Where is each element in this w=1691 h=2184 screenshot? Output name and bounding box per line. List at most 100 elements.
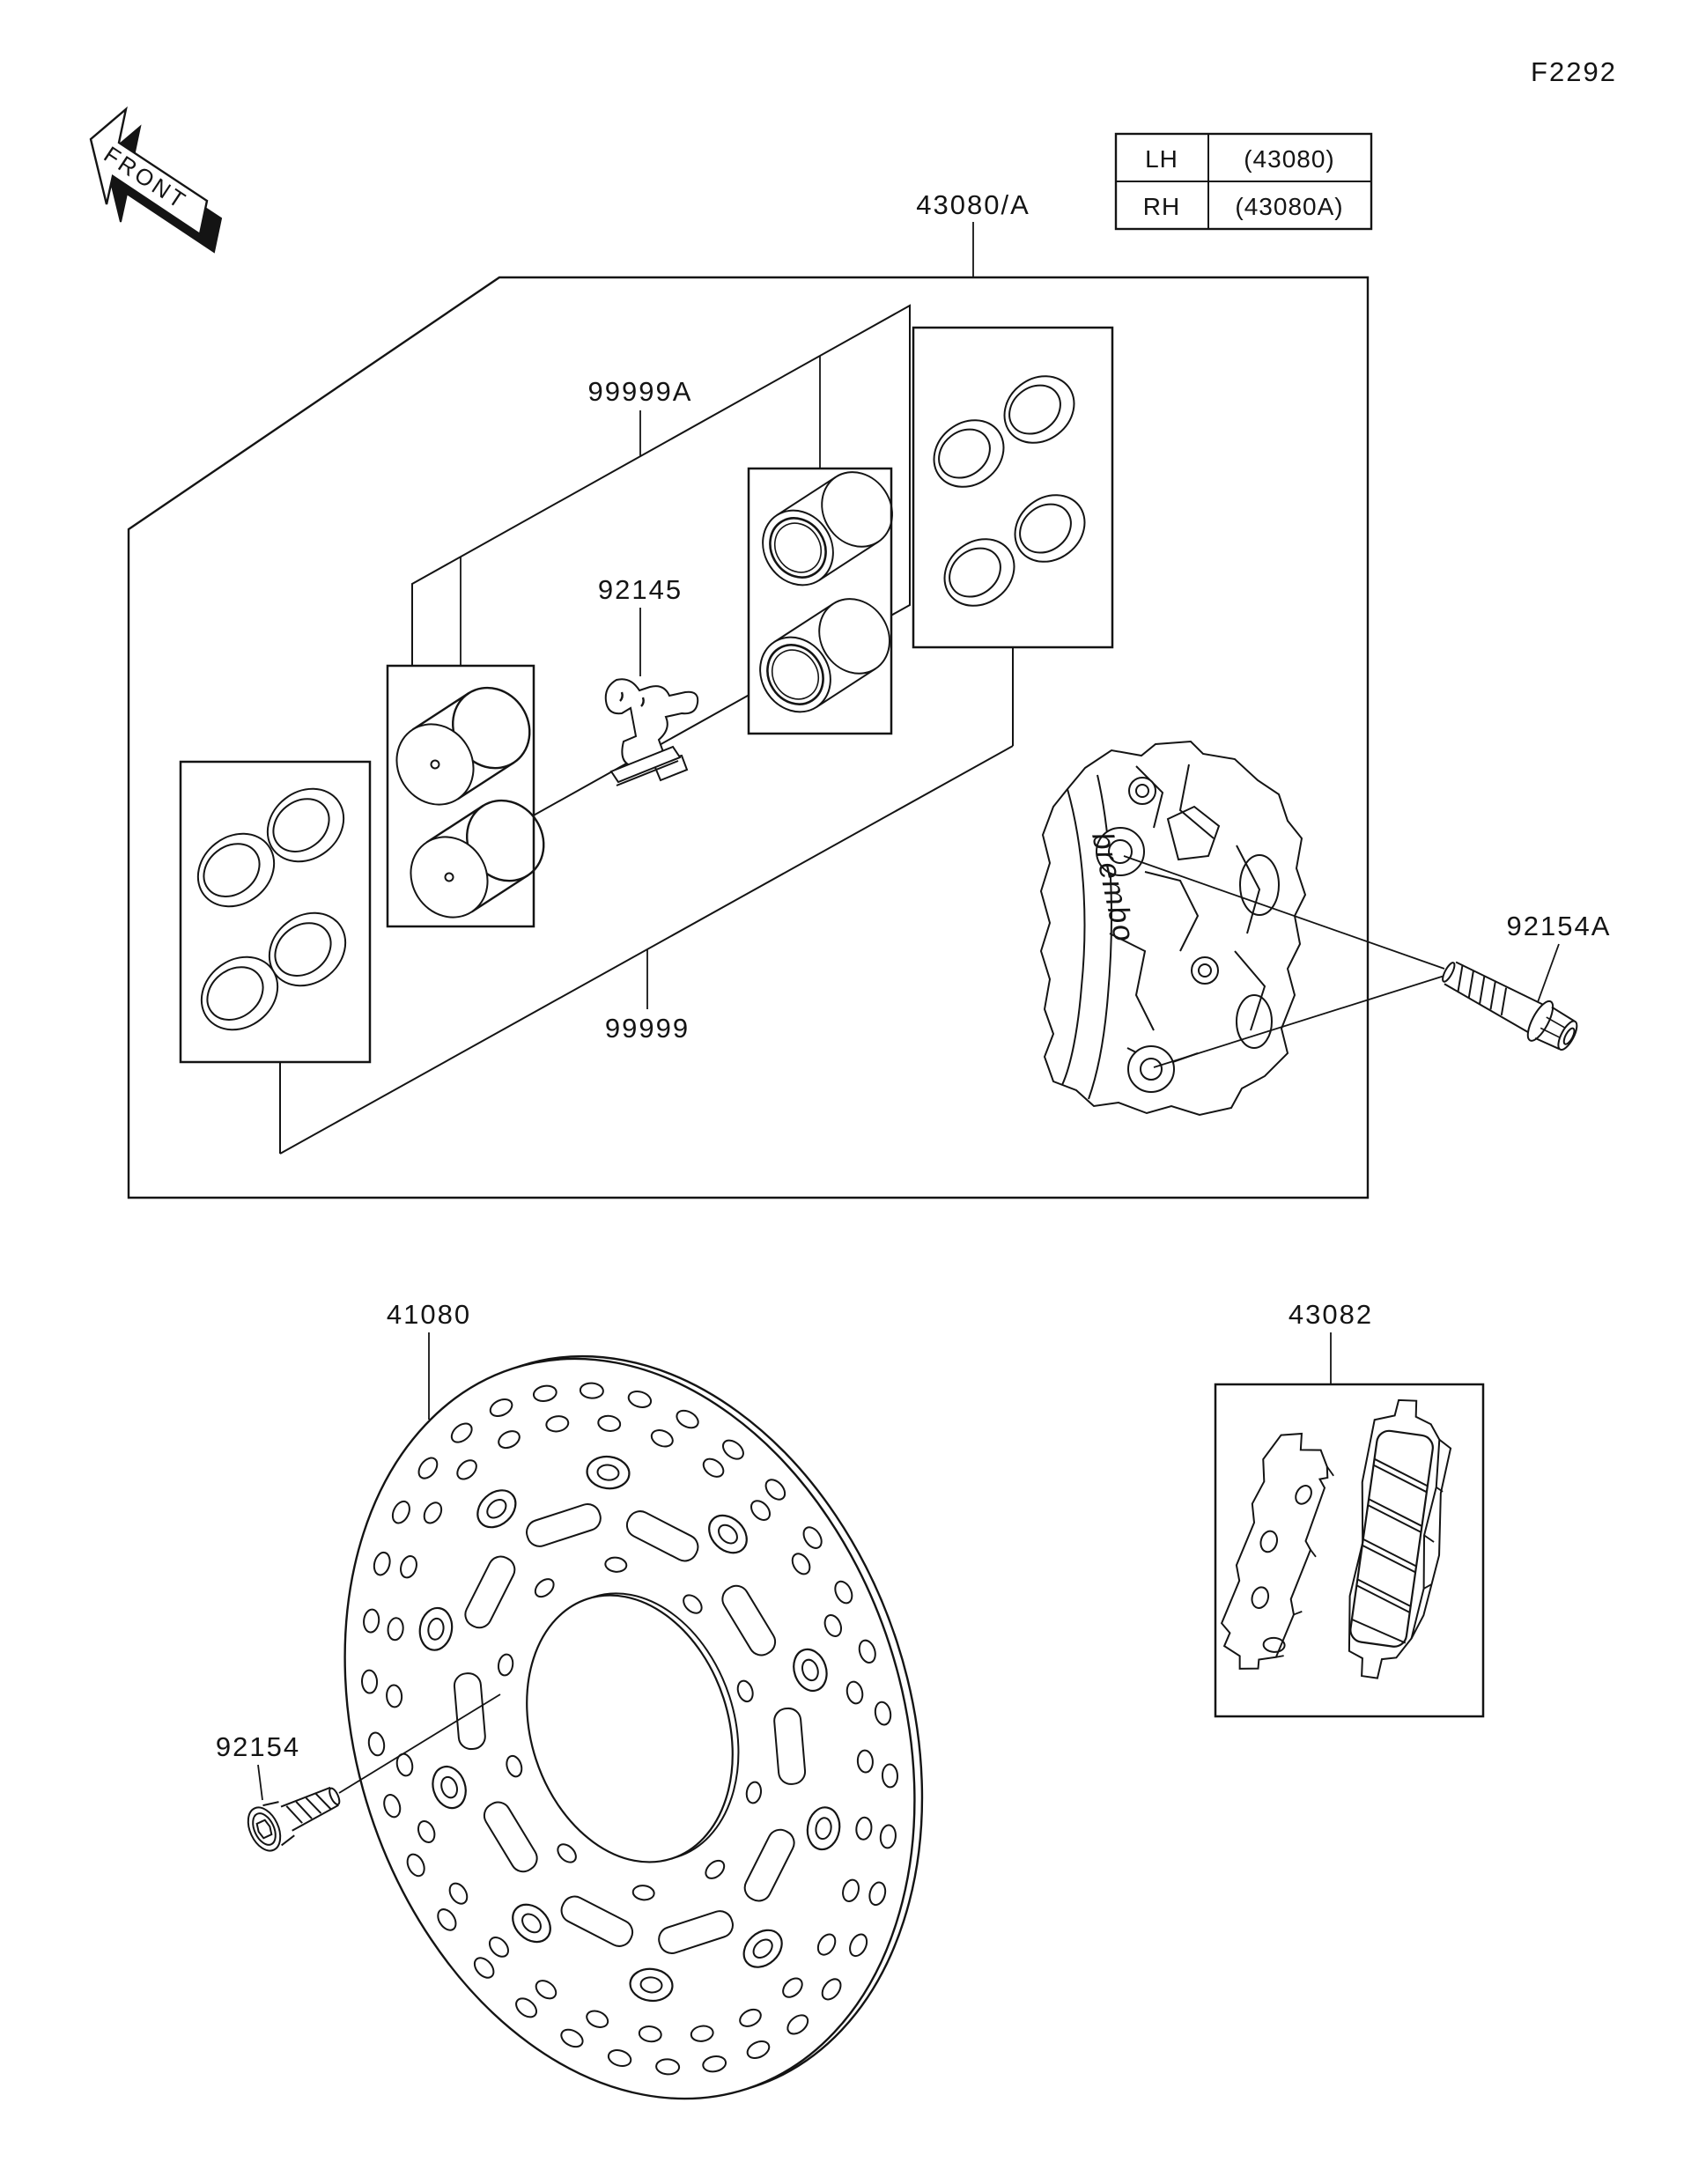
disc-hub-opening bbox=[526, 1594, 734, 1863]
disc-vent-hole bbox=[834, 1580, 853, 1605]
disc-mount-hole bbox=[497, 1653, 514, 1677]
disc-rivet bbox=[752, 1938, 773, 1959]
disc-vent-hole bbox=[782, 1977, 803, 1998]
disc-vent-hole bbox=[545, 1415, 570, 1433]
disc-rivet bbox=[418, 1606, 454, 1651]
caliper-bolt-label-leader bbox=[1537, 943, 1560, 1003]
disc-vent-hole bbox=[515, 1997, 538, 2018]
caliper-piston bbox=[759, 598, 890, 713]
part-label-seal-kit-a[interactable]: 99999A bbox=[588, 376, 693, 407]
disc-rivet bbox=[586, 1455, 631, 1490]
disc-carrier-window bbox=[526, 1503, 602, 1547]
disc-vent-hole bbox=[597, 1414, 622, 1432]
variant-row-lh-part[interactable]: (43080) bbox=[1244, 145, 1335, 173]
part-labels: 43080/A 99999A 92145 99999 92154A 41080 … bbox=[216, 189, 1612, 1801]
disc-vent-hole bbox=[823, 1613, 843, 1637]
disc-vent-hole bbox=[456, 1459, 477, 1480]
part-label-disc-bolt[interactable]: 92154 bbox=[216, 1731, 300, 1762]
disc-mount-hole bbox=[745, 1781, 763, 1804]
part-label-caliper-bolt[interactable]: 92154A bbox=[1507, 911, 1612, 941]
variant-row-lh-side: LH bbox=[1145, 145, 1178, 173]
caliper-mount-bolt bbox=[1442, 961, 1578, 1051]
caliper-bleed-valve bbox=[1191, 956, 1219, 985]
disc-vent-hole bbox=[881, 1763, 898, 1789]
disc-rivet bbox=[718, 1524, 738, 1545]
disc-mount-hole bbox=[534, 1578, 555, 1598]
disc-vent-hole bbox=[383, 1794, 402, 1819]
disc-vent-hole bbox=[627, 1391, 653, 1408]
disc-carrier-window bbox=[773, 1707, 807, 1785]
disc-rivet bbox=[596, 1464, 620, 1481]
disc-vent-hole bbox=[437, 1908, 457, 1931]
disc-vent-hole bbox=[702, 1457, 725, 1478]
o-ring bbox=[1003, 375, 1075, 444]
front-arrow-face bbox=[89, 106, 209, 236]
seal-kit-group-outline bbox=[279, 647, 1014, 1155]
disc-vent-hole bbox=[498, 1430, 521, 1450]
disc-vent-hole bbox=[821, 1978, 842, 2001]
disc-mount-hole bbox=[557, 1843, 577, 1863]
disc-vent-hole bbox=[676, 1409, 699, 1429]
disc-vent-hole bbox=[400, 1555, 417, 1579]
disc-bolt-to-disc-leader bbox=[338, 1693, 501, 1794]
disc-vent-hole bbox=[739, 2008, 762, 2027]
part-label-pad-spring[interactable]: 92145 bbox=[598, 574, 683, 605]
disc-vent-hole bbox=[367, 1731, 386, 1757]
disc-rivet bbox=[629, 1967, 674, 2003]
disc-carrier-window bbox=[560, 1895, 634, 1947]
disc-vent-hole bbox=[750, 1500, 772, 1521]
disc-vent-hole bbox=[361, 1669, 379, 1694]
variant-table: LH (43080) RH (43080A) bbox=[1114, 132, 1373, 231]
disc-vent-hole bbox=[858, 1639, 876, 1664]
disc-mount-hole bbox=[683, 1594, 703, 1614]
disc-rivet bbox=[742, 1929, 783, 1968]
disc-mount-hole bbox=[705, 1859, 726, 1879]
disc-vent-hole bbox=[448, 1882, 469, 1905]
disc-rivet bbox=[521, 1913, 542, 1934]
seal-box-left bbox=[179, 760, 372, 1064]
part-label-pad-set[interactable]: 43082 bbox=[1289, 1299, 1373, 1330]
disc-vent-hole bbox=[406, 1853, 425, 1878]
brake-caliper-drawing: brembo bbox=[1039, 740, 1307, 1117]
disc-vent-hole bbox=[856, 1749, 874, 1774]
pad-set-box bbox=[1214, 1383, 1485, 1718]
o-ring bbox=[933, 419, 1005, 488]
disc-vent-hole bbox=[638, 2025, 662, 2043]
disc-mount-hole bbox=[604, 1556, 628, 1573]
part-label-seal-kit[interactable]: 99999 bbox=[605, 1013, 690, 1044]
o-ring bbox=[1014, 494, 1086, 563]
disc-carrier-window bbox=[625, 1510, 699, 1562]
pad-spring-clip bbox=[604, 678, 699, 786]
piston-box-upper bbox=[747, 467, 893, 735]
disc-rivet bbox=[806, 1806, 841, 1851]
disc-vent-hole bbox=[560, 2028, 584, 2048]
disc-vent-hole bbox=[488, 1937, 509, 1958]
disc-rivet bbox=[801, 1658, 819, 1682]
disc-vent-hole bbox=[802, 1526, 823, 1549]
part-label-caliper-assy[interactable]: 43080/A bbox=[916, 189, 1030, 220]
disc-vent-hole bbox=[721, 1439, 744, 1460]
part-label-brake-disc[interactable]: 41080 bbox=[387, 1299, 471, 1330]
disc-vent-hole bbox=[391, 1500, 410, 1524]
caliper-piston-cap bbox=[395, 686, 531, 806]
brake-pad-backplate bbox=[1220, 1432, 1334, 1670]
disc-mount-hole bbox=[506, 1754, 523, 1778]
caliper-assembly-group-outline bbox=[127, 276, 1370, 1199]
figure-code: F2292 bbox=[1531, 56, 1617, 87]
variant-row-rh-side: RH bbox=[1143, 193, 1180, 220]
disc-carrier-window bbox=[721, 1584, 777, 1656]
disc-carrier-window bbox=[453, 1672, 486, 1751]
caliper-mount-ear-top bbox=[1096, 827, 1145, 876]
disc-vent-hole bbox=[450, 1422, 473, 1443]
disc-carrier-window bbox=[743, 1828, 795, 1902]
disc-vent-hole bbox=[849, 1933, 868, 1958]
disc-rivet bbox=[793, 1648, 828, 1693]
disc-mount-hole bbox=[736, 1679, 754, 1703]
disc-mount-bolt bbox=[247, 1786, 341, 1852]
disc-rivet bbox=[440, 1775, 458, 1799]
disc-carrier-window bbox=[464, 1555, 516, 1629]
variant-row-rh-part[interactable]: (43080A) bbox=[1235, 193, 1343, 220]
disc-mount-hole bbox=[631, 1885, 655, 1901]
disc-rivet bbox=[815, 1817, 832, 1841]
disc-vent-hole bbox=[586, 2010, 609, 2028]
